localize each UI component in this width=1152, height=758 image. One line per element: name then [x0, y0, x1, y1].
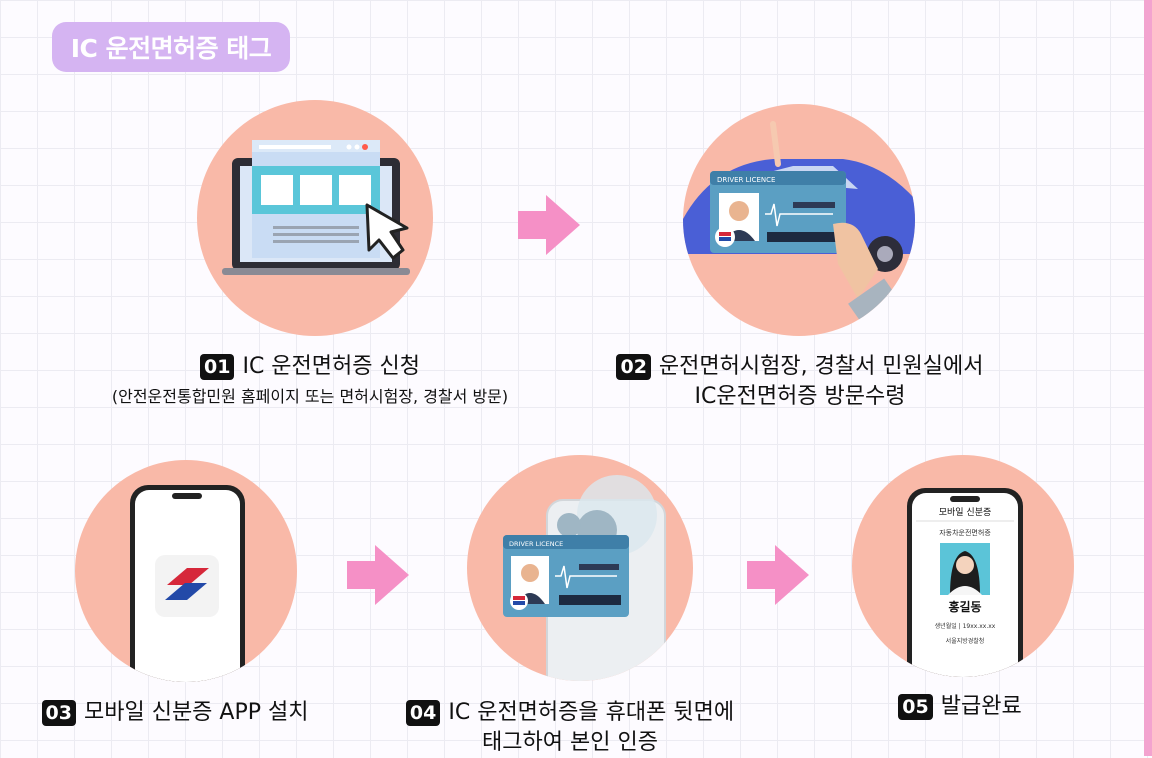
smartphone-icon — [130, 485, 245, 682]
step2-line1: 운전면허시험장, 경찰서 민원실에서 — [658, 354, 984, 379]
step3-illustration — [75, 460, 297, 682]
step5-number: 05 — [898, 694, 933, 720]
mobile-id-card-title: 자동차운전면허증 — [939, 528, 991, 537]
arrow-right-icon — [518, 195, 580, 255]
arrow-right-icon — [747, 545, 809, 605]
arrow-right-icon — [347, 545, 409, 605]
step1-number: 01 — [200, 354, 235, 380]
step4-illustration: DRIVER LICENCE — [467, 455, 693, 681]
id-card-icon: DRIVER LICENCE — [503, 535, 629, 617]
mobile-id-issuer: 서울지방경찰청 — [946, 637, 985, 645]
step4-line1: IC 운전면허증을 휴대폰 뒷면에 — [448, 700, 735, 725]
app-logo-icon — [155, 555, 219, 617]
step2-number: 02 — [616, 354, 651, 380]
step4-number: 04 — [405, 700, 441, 726]
step1-subtitle: (안전운전통합민원 홈페이지 또는 면허시험장, 경찰서 방문) — [111, 387, 509, 406]
step1-caption: 01 IC 운전면허증 신청 (안전운전통합민원 홈페이지 또는 면허시험장, … — [55, 352, 565, 408]
id-card-icon: DRIVER LICENCE — [710, 171, 846, 253]
step5-caption: 05 발급완료 — [870, 692, 1050, 722]
page-title: IC 운전면허증 태그 — [52, 22, 290, 72]
step1-illustration — [197, 100, 433, 336]
step3-caption: 03 모바일 신분증 APP 설치 — [30, 698, 320, 728]
right-border-stripe — [1144, 0, 1152, 756]
step5-illustration: 모바일 신분증 자동차운전면허증 홍길동 생년월일 | 19xx.xx.xx 서… — [852, 455, 1074, 677]
step4-line2: 태그하여 본인 인증 — [482, 730, 658, 755]
step2-line2: IC운전면허증 방문수령 — [694, 384, 906, 409]
step2-caption: 02 운전면허시험장, 경찰서 민원실에서 IC운전면허증 방문수령 — [560, 352, 1040, 412]
mobile-id-birth: 생년월일 | 19xx.xx.xx — [935, 622, 996, 630]
laptop-icon — [222, 140, 410, 275]
licence-label: DRIVER LICENCE — [717, 176, 775, 184]
cursor-icon — [365, 203, 409, 260]
smartphone-icon: 모바일 신분증 자동차운전면허증 홍길동 생년월일 | 19xx.xx.xx 서… — [907, 488, 1023, 677]
step2-illustration: DRIVER LICENCE — [683, 104, 915, 336]
step4-caption: 04 IC 운전면허증을 휴대폰 뒷면에 태그하여 본인 인증 — [380, 698, 760, 758]
mobile-id-name: 홍길동 — [948, 599, 981, 614]
licence-label: DRIVER LICENCE — [509, 540, 563, 548]
hand-icon — [833, 222, 899, 325]
step5-title: 발급완료 — [940, 694, 1022, 719]
mobile-id-app-title: 모바일 신분증 — [939, 507, 992, 518]
avatar — [940, 543, 990, 595]
step3-title: 모바일 신분증 APP 설치 — [83, 700, 309, 725]
step3-number: 03 — [41, 700, 76, 726]
step1-title: IC 운전면허증 신청 — [242, 354, 420, 379]
